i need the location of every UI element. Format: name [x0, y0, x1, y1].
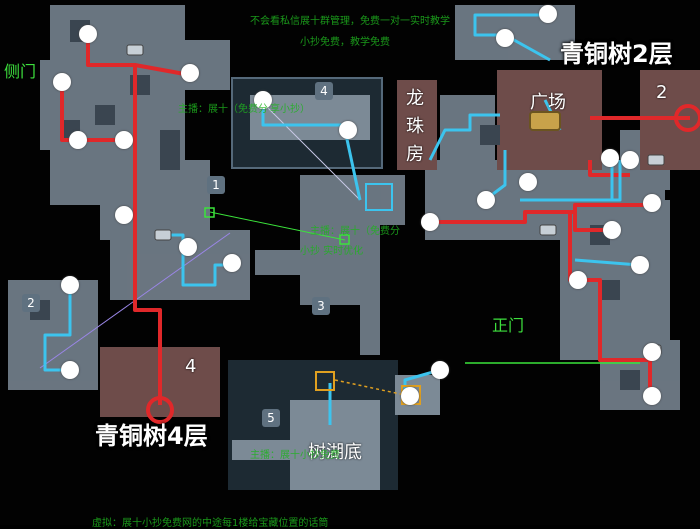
floor-label-4: 青铜树4层 [95, 422, 208, 450]
watermark-mid-a: 主播：展十（免费分 [178, 104, 268, 115]
waypoint-marker [421, 213, 439, 231]
room-number-2: 2 [22, 294, 40, 312]
waypoint-marker [631, 256, 649, 274]
waypoint-marker [496, 29, 514, 47]
waypoint-marker [643, 387, 661, 405]
room-number-3: 3 [312, 297, 330, 315]
side-gate-label: 侧门 [4, 62, 37, 81]
room-two-label: 2 [656, 82, 668, 103]
waypoint-marker [61, 276, 79, 294]
waypoint-marker [621, 151, 639, 169]
waypoint-marker [401, 387, 419, 405]
waypoint-marker [254, 91, 272, 109]
waypoint-marker [61, 361, 79, 379]
waypoint-marker [115, 131, 133, 149]
waypoint-marker [223, 254, 241, 272]
waypoint-marker [79, 25, 97, 43]
waypoint-marker [339, 121, 357, 139]
waypoint-marker [69, 131, 87, 149]
floor-label-2: 青铜树2层 [560, 40, 673, 68]
room-number-1: 1 [207, 176, 225, 194]
waypoint-marker [431, 361, 449, 379]
waypoint-marker [477, 191, 495, 209]
waypoint-marker [569, 271, 587, 289]
watermark-center-a: 主播：展十（免费分 [310, 226, 400, 237]
square-label: 广场 [530, 92, 566, 113]
waypoint-marker [115, 206, 133, 224]
main-gate-label: 正门 [492, 316, 525, 335]
room-number-5: 5 [262, 409, 280, 427]
watermark-bottom: 虚拟：展十小抄免费网的中途每1楼给宝藏位置的话筒 [92, 518, 329, 529]
dragon-room-label-3: 房 [406, 144, 424, 165]
room-number-4: 4 [315, 82, 333, 100]
dragon-room-label-2: 珠 [406, 116, 424, 137]
tree-lake-bottom-label: 树湖底 [308, 442, 362, 463]
waypoint-marker [539, 5, 557, 23]
waypoint-marker [53, 73, 71, 91]
waypoint-marker [643, 194, 661, 212]
waypoint-marker [519, 173, 537, 191]
waypoint-marker [643, 343, 661, 361]
waypoint-marker [601, 149, 619, 167]
watermark-top-2: 小抄免费，教学免费 [300, 37, 390, 48]
watermark-lower: 主播：展十小抄免费 [250, 450, 340, 461]
watermark-top-1: 不会看私信展十群管理，免费一对一实时教学 [250, 16, 450, 27]
waypoint-marker [181, 64, 199, 82]
watermark-center-b: 小抄 实时优化 [300, 246, 364, 257]
room-four-label: 4 [185, 356, 197, 377]
waypoint-marker [603, 221, 621, 239]
watermark-mid-b: 享小抄） [270, 104, 310, 115]
waypoint-marker [179, 238, 197, 256]
dragon-room-label-1: 龙 [406, 88, 424, 109]
